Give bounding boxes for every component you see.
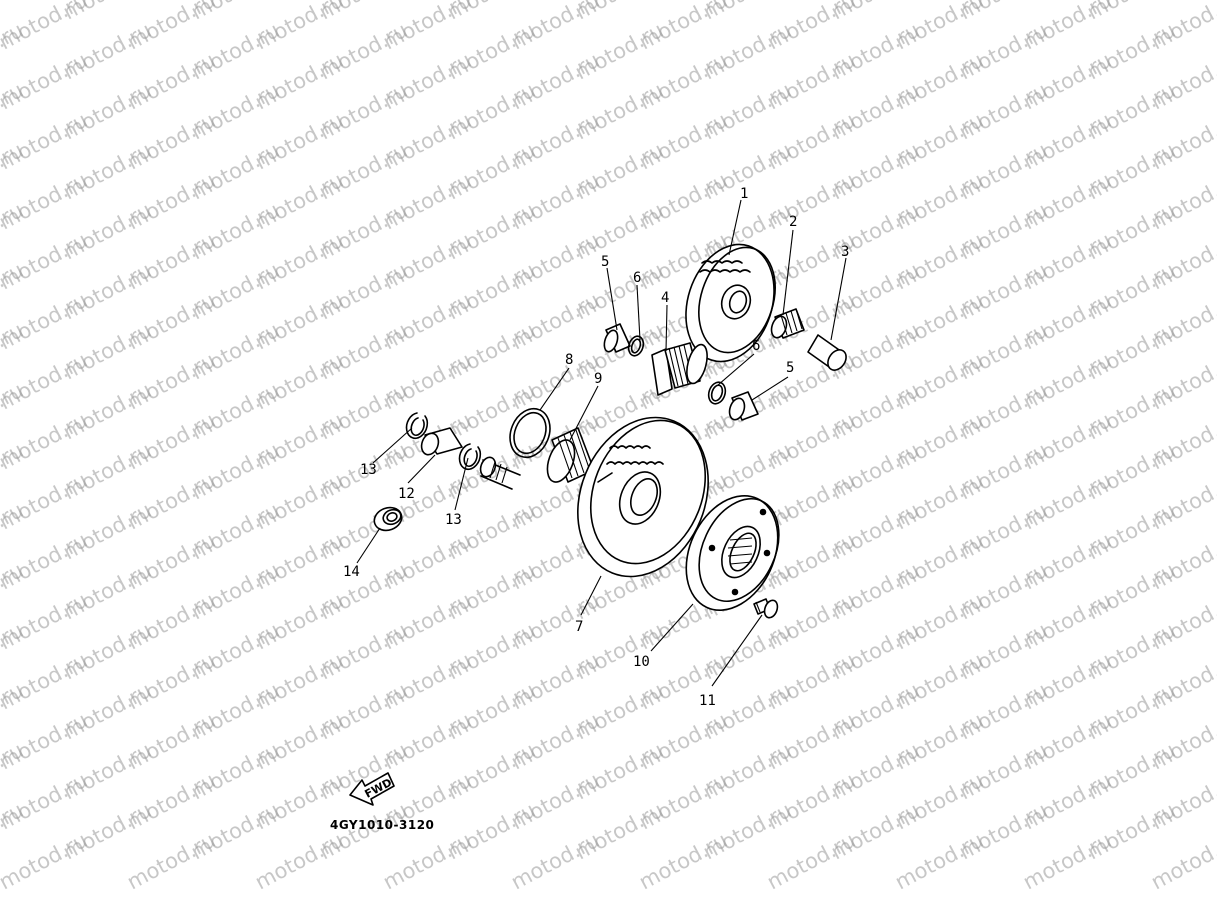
- part-12-sleeve: [420, 427, 463, 456]
- callout-12: 12: [398, 486, 415, 502]
- part-1-gear: [685, 243, 776, 363]
- part-14-oil-seal: [373, 506, 403, 532]
- callout-7: 7: [575, 619, 583, 635]
- callout-9: 9: [594, 371, 602, 387]
- watermark-text-293: motod.ru: [379, 828, 475, 894]
- watermark-text-292: motod.ru: [251, 828, 347, 894]
- callout-13-upper: 13: [360, 462, 377, 478]
- callout-3: 3: [841, 244, 849, 260]
- part-3-shaft: [807, 334, 847, 371]
- part-7-starter-wheel: [577, 416, 709, 578]
- callout-5-right: 5: [786, 360, 794, 376]
- watermark-text-290: motod.ru: [0, 828, 91, 894]
- part-2-needle-bearing: [770, 308, 805, 339]
- leader-lines: [356, 199, 847, 687]
- part-5-bearing-left: [603, 323, 631, 353]
- watermark-text-291: motod.ru: [123, 828, 219, 894]
- callout-labels: 1 2 3 4 5 6 5 6 7 8 9 10 11 12 13 13 14: [343, 186, 849, 709]
- callout-2: 2: [789, 214, 797, 230]
- part-4-small-gear: [651, 342, 708, 396]
- part-6-washer-left: [627, 335, 645, 357]
- callout-10: 10: [633, 654, 650, 670]
- callout-5-left: 5: [601, 254, 609, 270]
- callout-6-left: 6: [633, 270, 641, 286]
- callout-13-lower: 13: [445, 512, 462, 528]
- watermark-text-298: motod.ru: [1019, 828, 1115, 894]
- callout-4: 4: [661, 290, 669, 306]
- callout-6-right: 6: [752, 338, 760, 354]
- callout-8: 8: [565, 352, 573, 368]
- watermark-text-297: motod.ru: [891, 828, 987, 894]
- part-5-bearing-right: [728, 391, 759, 421]
- part-8-ring: [509, 407, 551, 459]
- part-10-clutch-plate: [685, 494, 780, 612]
- watermark-text-296: motod.ru: [763, 828, 859, 894]
- part-11-bolt: [753, 598, 779, 619]
- crankshaft-end: [479, 456, 521, 490]
- callout-11: 11: [699, 693, 716, 709]
- callout-1: 1: [740, 186, 748, 202]
- watermark-text-299: motod.ru: [1147, 828, 1217, 894]
- watermark-text-295: motod.ru: [635, 828, 731, 894]
- diagram-code: 4GY1010-3120: [330, 818, 434, 832]
- part-13-circlip-upper: [405, 412, 429, 439]
- watermark-text-294: motod.ru: [507, 828, 603, 894]
- callout-14: 14: [343, 564, 360, 580]
